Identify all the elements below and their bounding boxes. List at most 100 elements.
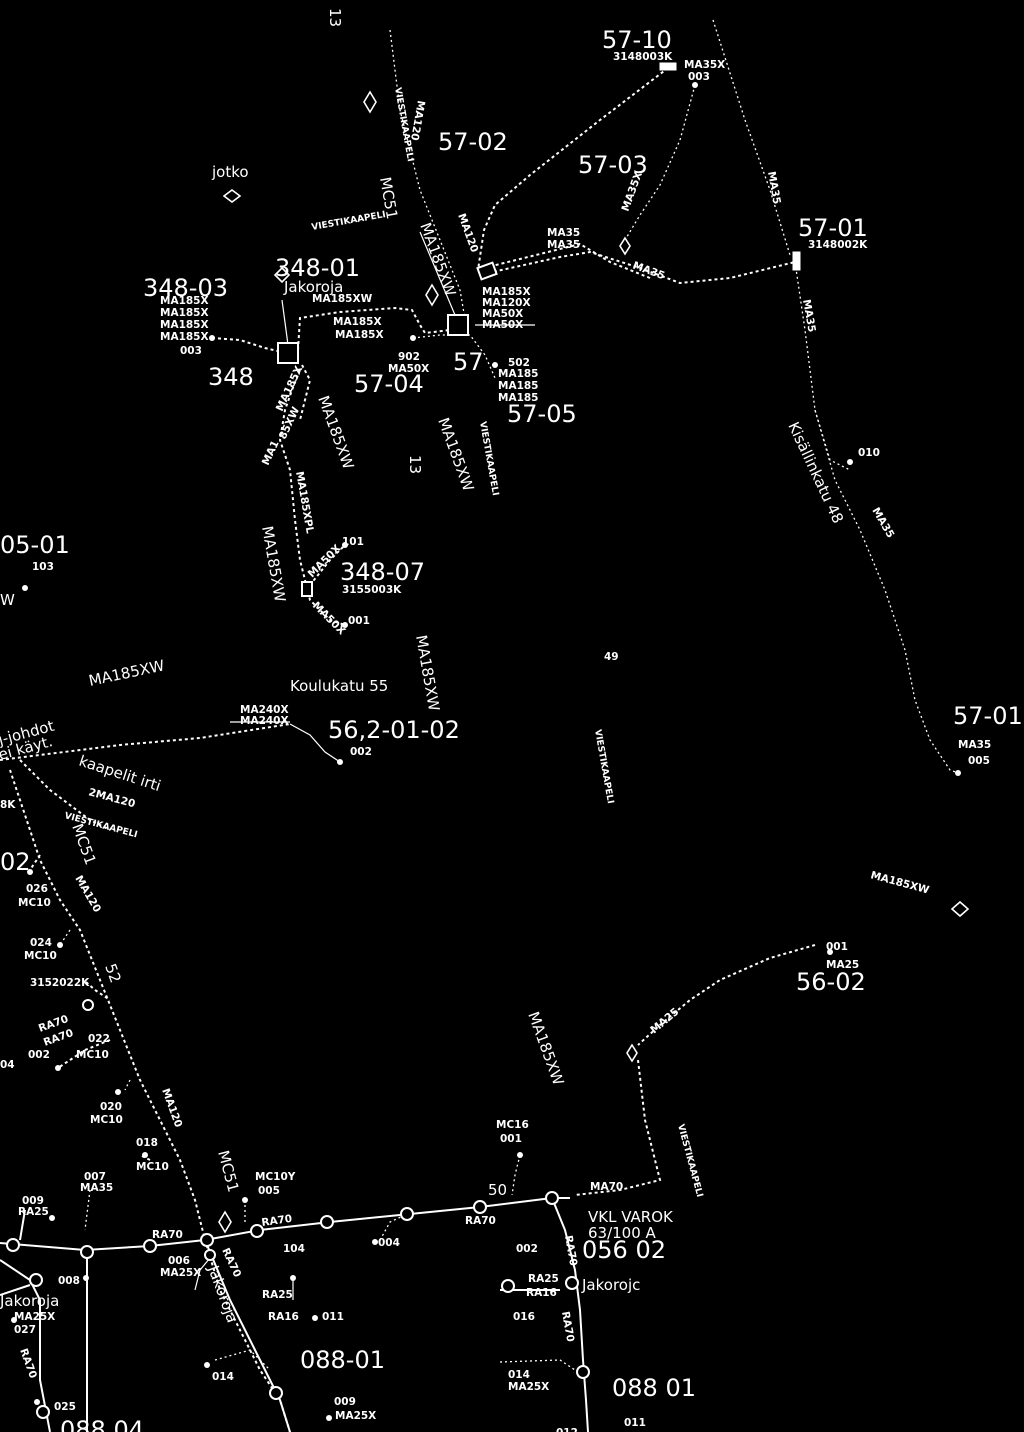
cable-type: MA70 xyxy=(590,1181,623,1193)
point-id: 024 xyxy=(30,937,52,949)
distribution-cabinet[interactable] xyxy=(447,314,469,336)
edge-number: 13 xyxy=(406,455,424,474)
station-code: 3152022K xyxy=(30,977,90,989)
joint-diamond[interactable] xyxy=(619,236,631,256)
point-id: 025 xyxy=(54,1401,76,1413)
point-id: 011 xyxy=(624,1417,646,1429)
cable-line xyxy=(19,759,111,831)
point-id: 027 xyxy=(14,1324,36,1336)
pole[interactable] xyxy=(6,1238,20,1252)
cable-type: MA185X xyxy=(160,331,209,343)
pole[interactable] xyxy=(545,1191,559,1205)
cable-type: MA35X xyxy=(684,59,725,71)
point-id: 002 xyxy=(350,746,372,758)
point-id: 001 xyxy=(348,615,370,627)
cable-type: MC10 xyxy=(136,1161,169,1173)
pole[interactable] xyxy=(82,999,94,1011)
cable-type: RA25 xyxy=(18,1206,49,1218)
pole[interactable] xyxy=(250,1224,264,1238)
cable-type: MA50X xyxy=(482,308,523,320)
station-id: 57-01 xyxy=(798,214,868,242)
joint-diamond[interactable] xyxy=(363,90,377,114)
pole[interactable] xyxy=(473,1200,487,1214)
point-id: 003 xyxy=(180,345,202,357)
pointer-line xyxy=(419,231,456,316)
station-id: 56,2-01-02 xyxy=(328,716,460,744)
cable-line xyxy=(624,84,696,241)
pole[interactable] xyxy=(29,1273,43,1287)
place-name: Jakoroja xyxy=(283,278,343,296)
cable-type: MA185X xyxy=(160,307,209,319)
point-id: 011 xyxy=(322,1311,344,1323)
cable-type: MA185 xyxy=(498,368,539,380)
point-id: 026 xyxy=(26,883,48,895)
cable-line xyxy=(214,1349,271,1371)
cable-line xyxy=(379,1214,406,1241)
cable-type: MA25X xyxy=(335,1410,376,1422)
cable-type: MA185X xyxy=(160,319,209,331)
cable-type: MA185 xyxy=(498,380,539,392)
pole[interactable] xyxy=(400,1207,414,1221)
joint-diamond[interactable] xyxy=(222,189,242,203)
point-id: 001 xyxy=(500,1133,522,1145)
cable-line xyxy=(814,409,959,774)
pole[interactable] xyxy=(269,1386,283,1400)
point-id: 010 xyxy=(858,447,880,459)
station-id: 57-05 xyxy=(507,400,577,428)
cable-line xyxy=(305,544,346,591)
station-id: 056 02 xyxy=(582,1236,666,1264)
station-id: 57-04 xyxy=(354,370,424,398)
point-id: 103 xyxy=(32,561,54,573)
pole[interactable] xyxy=(143,1239,157,1253)
cable-line xyxy=(794,261,851,471)
transformer-station[interactable] xyxy=(659,62,677,71)
cable-type: MA25X xyxy=(160,1267,201,1279)
pole[interactable] xyxy=(501,1279,515,1293)
station-id: 56-02 xyxy=(796,968,866,996)
place-name: jotko xyxy=(211,163,249,181)
joint-diamond[interactable] xyxy=(425,283,439,307)
cable-type: MA185XW xyxy=(312,293,373,305)
distribution-cabinet[interactable] xyxy=(301,581,313,597)
cable-type: RA25 xyxy=(528,1273,559,1285)
point-id: 012 xyxy=(556,1427,578,1432)
joint-diamond[interactable] xyxy=(950,900,970,918)
joint-diamond[interactable] xyxy=(218,1210,232,1234)
distribution-cabinet[interactable] xyxy=(277,342,299,364)
station-id: 348-01 xyxy=(275,254,360,282)
pole[interactable] xyxy=(80,1245,94,1259)
cable-type: MA35 xyxy=(80,1182,113,1194)
joint-diamond[interactable] xyxy=(626,1043,638,1063)
point-id: 020 xyxy=(100,1101,122,1113)
power-line xyxy=(19,1209,26,1241)
pole[interactable] xyxy=(200,1233,214,1247)
point-id: 001 xyxy=(826,941,848,953)
cable-line xyxy=(0,723,291,761)
pole[interactable] xyxy=(576,1365,590,1379)
note-text: 63/100 A xyxy=(588,1224,657,1242)
cable-type: MA185 xyxy=(498,392,539,404)
point-id: 022 xyxy=(88,1033,110,1045)
cable-line xyxy=(511,1154,521,1196)
pole[interactable] xyxy=(565,1276,579,1290)
point-id: 005 xyxy=(968,755,990,767)
cable-type: MA185X xyxy=(160,295,209,307)
pole[interactable] xyxy=(204,1249,216,1261)
cable-line xyxy=(637,944,816,1046)
distribution-cabinet[interactable] xyxy=(476,261,498,281)
point-id: 007 xyxy=(84,1171,106,1183)
cable-type: MA240X xyxy=(240,704,289,716)
cable-line xyxy=(574,1059,662,1196)
point-id: 04 xyxy=(0,1059,15,1071)
joint-diamond[interactable] xyxy=(273,266,291,284)
cable-line xyxy=(412,334,496,379)
transformer-station[interactable] xyxy=(792,251,801,271)
cable-line xyxy=(124,1079,131,1091)
station-code: 3148002K xyxy=(808,239,868,251)
cable-type: MA35 xyxy=(547,239,580,251)
cable-type: MC10 xyxy=(76,1049,109,1061)
pole[interactable] xyxy=(320,1215,334,1229)
pole[interactable] xyxy=(36,1405,50,1419)
power-line xyxy=(0,1259,51,1432)
point-id: 009 xyxy=(334,1396,356,1408)
